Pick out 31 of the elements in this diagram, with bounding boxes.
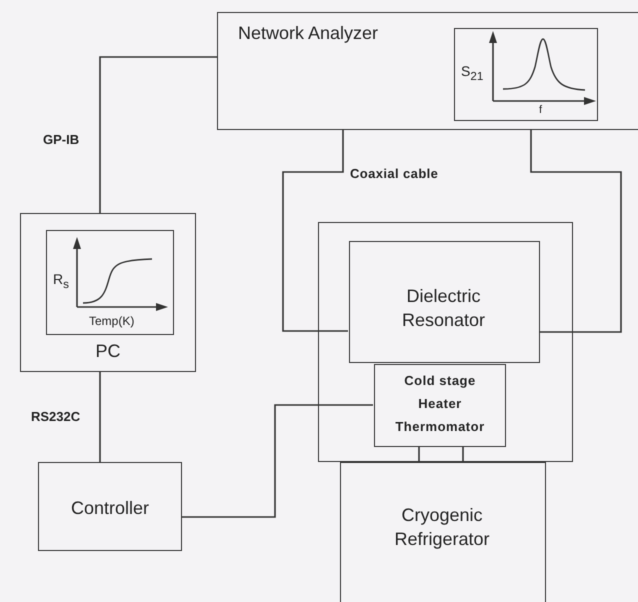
analyzer-box [217,12,638,130]
cable-label: Coaxial cable [350,166,438,181]
computer-box [20,213,196,372]
node-label: Cold stage [404,374,476,389]
cable-line [418,446,420,462]
axis-label: Temp(K) [89,315,134,329]
node-label: Thermomator [395,420,485,435]
node-label: PC [95,341,120,362]
cable-line [99,56,217,213]
node-label: Cryogenic Refrigerator [393,504,491,552]
axis-label: f [539,104,542,117]
node-label: Heater [418,397,462,412]
display-screen [454,28,598,121]
controller-box [38,462,182,551]
axis-label: S$_{21}$ [461,63,484,84]
node-label: Controller [70,498,150,519]
node-label: Network Analyzer [238,23,378,45]
cable-line [182,404,373,518]
edge-label: RS232C [30,409,82,424]
cable-line [530,130,622,333]
refrigerator-box [340,462,546,602]
display-screen [46,230,174,335]
cold-stage-box [374,364,506,447]
resonator-box [349,241,540,363]
cable-line [99,372,101,462]
enclosure-box [318,222,573,462]
axis-label: R$_{s}$ [53,271,69,292]
node-label: Dielectric Resonator [400,285,486,332]
edge-label: GP-IB [42,132,80,147]
cable-line [282,130,348,332]
cable-line [462,446,464,462]
